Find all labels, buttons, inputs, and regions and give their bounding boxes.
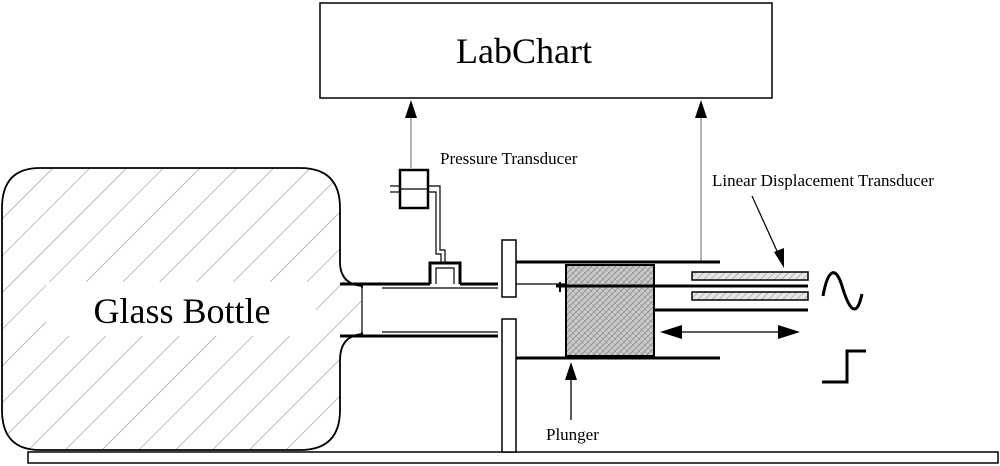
linear-displacement-transducer-label: Linear Displacement Transducer <box>712 171 934 190</box>
plunger-label: Plunger <box>546 425 599 444</box>
glass-bottle: Glass Bottle <box>1 167 363 451</box>
pressure-signal-arrow <box>405 100 417 168</box>
plunger-pointer <box>565 362 577 420</box>
ldt-pointer <box>751 195 784 268</box>
cylinder <box>516 260 720 360</box>
linear-displacement-transducer <box>691 271 809 301</box>
pressure-transducer-label: Pressure Transducer <box>440 149 578 168</box>
labchart-box: LabChart <box>319 2 773 99</box>
pressure-transducer <box>390 168 446 263</box>
displacement-double-arrow <box>660 325 800 339</box>
step-signal-icon <box>822 349 866 384</box>
labchart-label: LabChart <box>456 31 592 71</box>
connecting-tube <box>340 261 498 338</box>
flange-stand <box>501 239 517 453</box>
base-platform <box>27 451 999 464</box>
sine-wave-icon <box>821 271 864 311</box>
displacement-signal-arrow <box>695 100 707 262</box>
glass-bottle-label: Glass Bottle <box>94 291 271 331</box>
plunger <box>556 264 808 357</box>
